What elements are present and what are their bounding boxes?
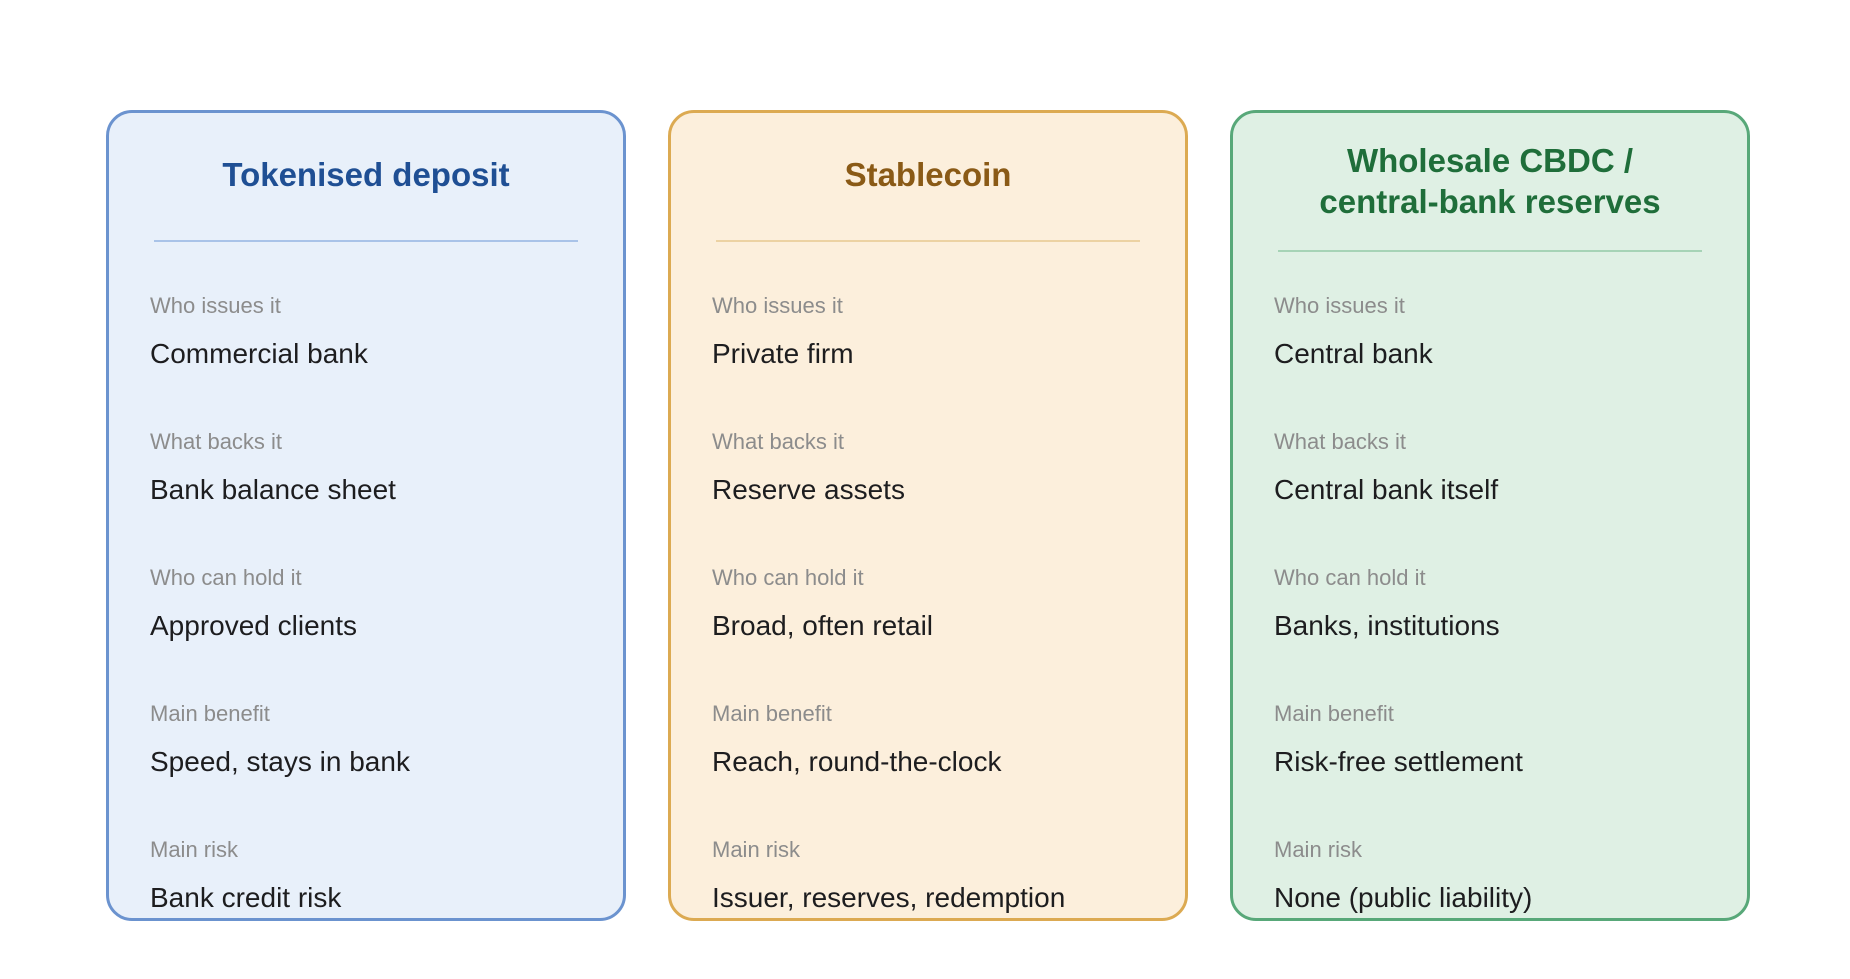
field-what-backs: What backs it Bank balance sheet xyxy=(150,429,603,507)
field-main-benefit: Main benefit Speed, stays in bank xyxy=(150,701,603,779)
field-value: Approved clients xyxy=(150,610,358,641)
card-title-line-1: Wholesale CBDC / xyxy=(1346,142,1634,179)
field-value: Broad, often retail xyxy=(712,610,934,641)
field-main-risk: Main risk None (public liability) xyxy=(1274,837,1727,915)
field-value: Bank balance sheet xyxy=(150,474,396,505)
field-value: Banks, institutions xyxy=(1274,610,1500,641)
field-value: Speed, stays in bank xyxy=(150,746,410,777)
card-stablecoin: Stablecoin Who issues it Private firm Wh… xyxy=(668,110,1188,921)
divider xyxy=(716,240,1140,242)
field-who-can-hold: Who can hold it Banks, institutions xyxy=(1274,565,1727,643)
field-value: None (public liability) xyxy=(1274,882,1533,913)
divider xyxy=(154,240,578,242)
card-wholesale-cbdc: Wholesale CBDC / central-bank reserves W… xyxy=(1230,110,1750,921)
field-label: Who issues it xyxy=(1274,293,1405,318)
field-who-issues: Who issues it Private firm xyxy=(712,293,1165,371)
field-who-can-hold: Who can hold it Approved clients xyxy=(150,565,603,643)
field-label: Main benefit xyxy=(712,701,832,726)
field-value: Issuer, reserves, redemption xyxy=(712,882,1066,913)
field-main-benefit: Main benefit Reach, round-the-clock xyxy=(712,701,1165,779)
field-label: Who can hold it xyxy=(1274,565,1426,590)
card-tokenised-deposit: Tokenised deposit Who issues it Commerci… xyxy=(106,110,626,921)
field-label: What backs it xyxy=(1274,429,1407,454)
field-who-can-hold: Who can hold it Broad, often retail xyxy=(712,565,1165,643)
field-main-benefit: Main benefit Risk-free settlement xyxy=(1274,701,1727,779)
field-label: Main benefit xyxy=(1274,701,1394,726)
field-value: Private firm xyxy=(712,338,854,369)
field-label: Main risk xyxy=(712,837,801,862)
field-value: Reserve assets xyxy=(712,474,905,505)
field-main-risk: Main risk Issuer, reserves, redemption xyxy=(712,837,1165,915)
field-label: What backs it xyxy=(150,429,283,454)
divider xyxy=(1278,250,1702,252)
field-value: Risk-free settlement xyxy=(1274,746,1523,777)
field-value: Commercial bank xyxy=(150,338,368,369)
field-value: Bank credit risk xyxy=(150,882,342,913)
field-value: Central bank itself xyxy=(1274,474,1499,505)
field-label: Main risk xyxy=(150,837,239,862)
field-value: Central bank xyxy=(1274,338,1433,369)
field-label: Who can hold it xyxy=(712,565,864,590)
field-what-backs: What backs it Reserve assets xyxy=(712,429,1165,507)
field-what-backs: What backs it Central bank itself xyxy=(1274,429,1727,507)
card-title-line-2: central-bank reserves xyxy=(1319,183,1661,220)
field-who-issues: Who issues it Central bank xyxy=(1274,293,1727,371)
field-label: Main risk xyxy=(1274,837,1363,862)
card-title: Tokenised deposit xyxy=(222,156,510,193)
field-main-risk: Main risk Bank credit risk xyxy=(150,837,603,915)
field-label: What backs it xyxy=(712,429,845,454)
field-label: Who issues it xyxy=(150,293,281,318)
card-title: Stablecoin xyxy=(844,156,1012,193)
field-who-issues: Who issues it Commercial bank xyxy=(150,293,603,371)
card-title: Wholesale CBDC / central-bank reserves xyxy=(1233,140,1747,222)
field-value: Reach, round-the-clock xyxy=(712,746,1002,777)
field-label: Main benefit xyxy=(150,701,270,726)
field-label: Who can hold it xyxy=(150,565,302,590)
field-label: Who issues it xyxy=(712,293,843,318)
